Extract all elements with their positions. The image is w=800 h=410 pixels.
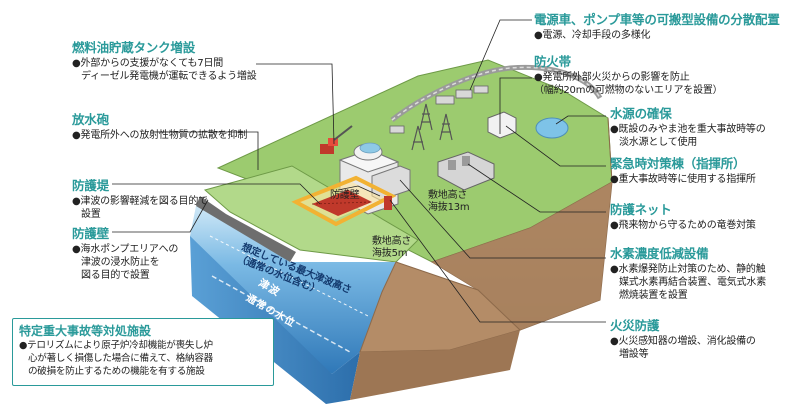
seawall-label: 防護壁 <box>330 190 359 202</box>
emergency-building-desc: ●重大事故時等に使用する指揮所 <box>610 173 756 186</box>
emergency-building-title: 緊急時対策棟（指揮所） <box>610 156 756 173</box>
fire-protection-desc: ●火災感知器の増設、消化設備の 増設等 <box>610 335 756 361</box>
callout-seawall: 防護壁 ●海水ポンプエリアへの 津波の浸水防止を 図る目的で設置 <box>72 226 178 282</box>
callout-hydrogen: 水素濃度低減設備 ●水素爆発防止対策のため、静的触 媒式水素再結合装置、電気式水… <box>610 246 766 302</box>
water-source-title: 水源の確保 <box>610 106 766 123</box>
callout-water-cannon: 放水砲 ●発電所外への放射性物質の拡散を抑制 <box>72 112 247 142</box>
callout-emergency-building: 緊急時対策棟（指揮所） ●重大事故時等に使用する指揮所 <box>610 156 756 186</box>
firebreak-desc: ●発電所外部火災からの影響を防止 （幅約20mの可燃物のないエリアを設置） <box>534 71 722 97</box>
seawall-title: 防護壁 <box>72 226 178 243</box>
water-cannon-title: 放水砲 <box>72 112 247 129</box>
elevation-13m-line2: 海抜13m <box>428 202 469 213</box>
callout-protective-net: 防護ネット ●飛来物から守るための竜巻対策 <box>610 202 756 232</box>
callout-fuel-tank: 燃料油貯蔵タンク増設 ●外部からの支援がなくても7日間 ディーゼル発電機が運転で… <box>72 40 257 83</box>
elevation-13m-label: 敷地高さ 海抜13m <box>428 190 469 214</box>
fuel-tank-title: 燃料油貯蔵タンク増設 <box>72 40 257 57</box>
seawall-embankment-desc: ●津波の影響軽減を図る目的で 設置 <box>72 195 208 221</box>
mobile-equipment-desc: ●電源、冷却手段の多様化 <box>534 29 780 42</box>
elevation-5m-line2: 海抜5m <box>372 248 407 259</box>
legend-desc: ●テロリズムにより原子炉冷却機能が喪失し炉 心が著しく損傷した場合に備えて、格納… <box>19 339 267 379</box>
seawall-embankment-title: 防護堤 <box>72 178 208 195</box>
emergency-building <box>488 112 516 138</box>
callout-fire-protection: 火災防護 ●火災感知器の増設、消化設備の 増設等 <box>610 318 756 361</box>
elevation-5m-line1: 敷地高さ <box>372 236 411 247</box>
callout-mobile-equipment: 電源車、ポンプ車等の可搬型設備の分散配置 ●電源、冷却手段の多様化 <box>534 12 780 42</box>
callout-firebreak: 防火帯 ●発電所外部火災からの影響を防止 （幅約20mの可燃物のないエリアを設置… <box>534 54 722 97</box>
seawall-desc: ●海水ポンプエリアへの 津波の浸水防止を 図る目的で設置 <box>72 243 178 283</box>
hydrogen-desc: ●水素爆発防止対策のため、静的触 媒式水素再結合装置、電気式水素 燃焼装置を設置 <box>610 263 766 303</box>
water-source-desc: ●既設のみやま池を重大事故時等の 淡水源として使用 <box>610 123 766 149</box>
elevation-5m-label: 敷地高さ 海抜5m <box>372 236 411 260</box>
protective-net-desc: ●飛来物から守るための竜巻対策 <box>610 219 756 232</box>
legend-box: 特定重大事故等対処施設 ●テロリズムにより原子炉冷却機能が喪失し炉 心が著しく損… <box>12 318 274 386</box>
callout-water-source: 水源の確保 ●既設のみやま池を重大事故時等の 淡水源として使用 <box>610 106 766 149</box>
hydrogen-title: 水素濃度低減設備 <box>610 246 766 263</box>
fuel-tank-desc: ●外部からの支援がなくても7日間 ディーゼル発電機が運転できるよう増設 <box>72 57 257 83</box>
firebreak-title: 防火帯 <box>534 54 722 71</box>
water-cannon-desc: ●発電所外への放射性物質の拡散を抑制 <box>72 129 247 142</box>
pond <box>536 118 568 138</box>
elevation-13m-line1: 敷地高さ <box>428 190 467 201</box>
legend-title: 特定重大事故等対処施設 <box>19 322 267 339</box>
mobile-equipment-title: 電源車、ポンプ車等の可搬型設備の分散配置 <box>534 12 780 29</box>
callout-seawall-embankment: 防護堤 ●津波の影響軽減を図る目的で 設置 <box>72 178 208 221</box>
fire-protection-title: 火災防護 <box>610 318 756 335</box>
protective-net-title: 防護ネット <box>610 202 756 219</box>
